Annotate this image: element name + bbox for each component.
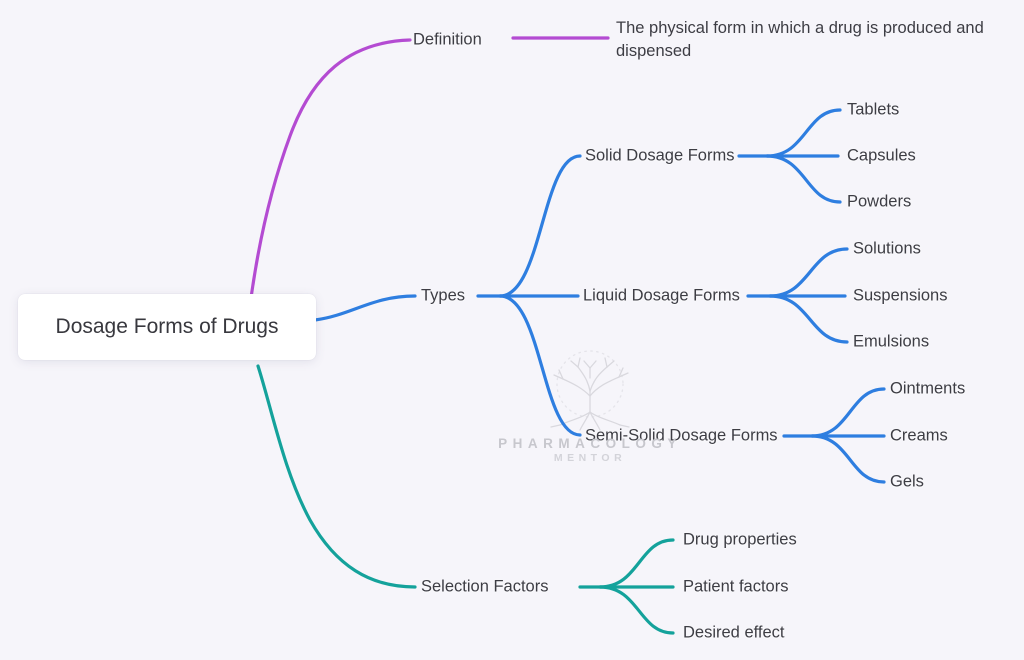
link-types-solid bbox=[498, 154, 582, 298]
leaf-label-suspensions: Suspensions bbox=[853, 286, 948, 305]
leaf-label-capsules: Capsules bbox=[847, 146, 916, 165]
leaf-label-desired-effect: Desired effect bbox=[683, 623, 785, 642]
watermark-mentor: MENTOR bbox=[553, 452, 627, 464]
node-label-definition: Definition bbox=[413, 30, 482, 49]
leaf-label-tablets: Tablets bbox=[847, 100, 900, 119]
definition-content-line1: The physical form in which a drug is pro… bbox=[616, 19, 984, 37]
node-label-types: Types bbox=[421, 286, 466, 305]
link-semisolid-gels bbox=[810, 434, 886, 484]
node-label-solid-dosage-forms: Solid Dosage Forms bbox=[585, 146, 735, 165]
definition-content: The physical form in which a drug is pro… bbox=[616, 17, 1016, 63]
leaf-label-solutions: Solutions bbox=[853, 239, 921, 258]
leaf-label-powders: Powders bbox=[847, 192, 912, 211]
leaf-label-emulsions: Emulsions bbox=[853, 332, 930, 351]
node-label-semi-solid-dosage-forms: Semi-Solid Dosage Forms bbox=[585, 426, 778, 445]
watermark-pharmacology: PHARMACOLOGY bbox=[498, 436, 682, 451]
link-semisolid-ointments bbox=[810, 387, 886, 438]
link-selection-drug bbox=[598, 538, 675, 589]
link-liquid-emulsions bbox=[768, 294, 849, 344]
link-root-definition bbox=[249, 38, 412, 300]
link-selection-desired bbox=[598, 585, 675, 635]
root-node: Dosage Forms of Drugs bbox=[18, 294, 316, 360]
link-solid-tablets bbox=[765, 108, 842, 158]
definition-content-line2: dispensed bbox=[616, 42, 692, 60]
link-root-types bbox=[313, 294, 417, 322]
root-node-label: Dosage Forms of Drugs bbox=[55, 315, 279, 338]
link-solid-powders bbox=[765, 154, 842, 204]
link-root-selection bbox=[256, 364, 417, 589]
link-types-semisolid bbox=[498, 294, 582, 437]
link-liquid-solutions bbox=[768, 247, 849, 298]
node-label-selection-factors: Selection Factors bbox=[421, 577, 549, 596]
leaf-label-gels: Gels bbox=[890, 472, 924, 491]
leaf-label-ointments: Ointments bbox=[890, 379, 966, 398]
leaf-label-creams: Creams bbox=[890, 426, 948, 445]
leaf-label-patient-factors: Patient factors bbox=[683, 577, 789, 596]
leaf-label-drug-properties: Drug properties bbox=[683, 530, 797, 549]
node-label-liquid-dosage-forms: Liquid Dosage Forms bbox=[583, 286, 740, 305]
